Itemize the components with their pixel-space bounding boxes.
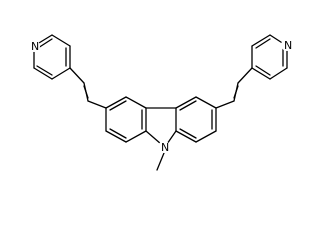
pyr-right-bond <box>269 67 288 80</box>
methyl-bond <box>156 152 165 171</box>
five-ring-bond <box>145 130 162 145</box>
benz-right-double <box>179 128 197 139</box>
linker-right-double <box>233 85 239 99</box>
linker-left-bond <box>87 100 107 109</box>
benz-right-bond <box>195 96 217 109</box>
pyr-left-bond <box>51 34 71 47</box>
pyridine-left-nitrogen: N <box>28 40 40 53</box>
pyr-right-bond <box>251 34 271 47</box>
linker-right-bond <box>215 100 235 109</box>
carbazole-n-label: N <box>161 141 169 154</box>
benz-right-double <box>179 100 197 111</box>
atom-labels: N N N <box>28 39 293 154</box>
pyr-right-double <box>255 38 271 49</box>
linker-right-bond <box>237 67 253 84</box>
pyr-left-double <box>36 65 53 76</box>
pyr-left-bond <box>51 67 71 80</box>
pyr-left-bond <box>33 67 53 80</box>
chemical-structure-diagram: N N N <box>28 34 293 171</box>
benz-right-bond <box>195 130 217 143</box>
linker-left-double <box>83 85 89 99</box>
pyr-right-double <box>255 65 271 76</box>
benz-right-bond <box>175 96 197 109</box>
five-ring-bond <box>166 130 177 145</box>
benz-left-bond <box>105 130 127 143</box>
benz-right-bond <box>175 130 197 143</box>
benz-left-double <box>109 128 127 139</box>
pyridine-right-n-label: N <box>284 39 292 52</box>
benz-left-bond <box>125 96 147 109</box>
benz-left-double <box>109 100 127 111</box>
pyr-left-double <box>37 38 53 49</box>
bond-lines <box>33 34 288 171</box>
carbazole-nitrogen: N <box>158 141 170 154</box>
benz-left-bond <box>105 96 127 109</box>
pyr-right-bond <box>251 67 271 80</box>
pyridine-left-n-label: N <box>31 40 39 53</box>
pyridine-right-nitrogen: N <box>281 39 293 52</box>
linker-left-bond <box>69 67 85 84</box>
benz-left-bond <box>125 130 147 143</box>
